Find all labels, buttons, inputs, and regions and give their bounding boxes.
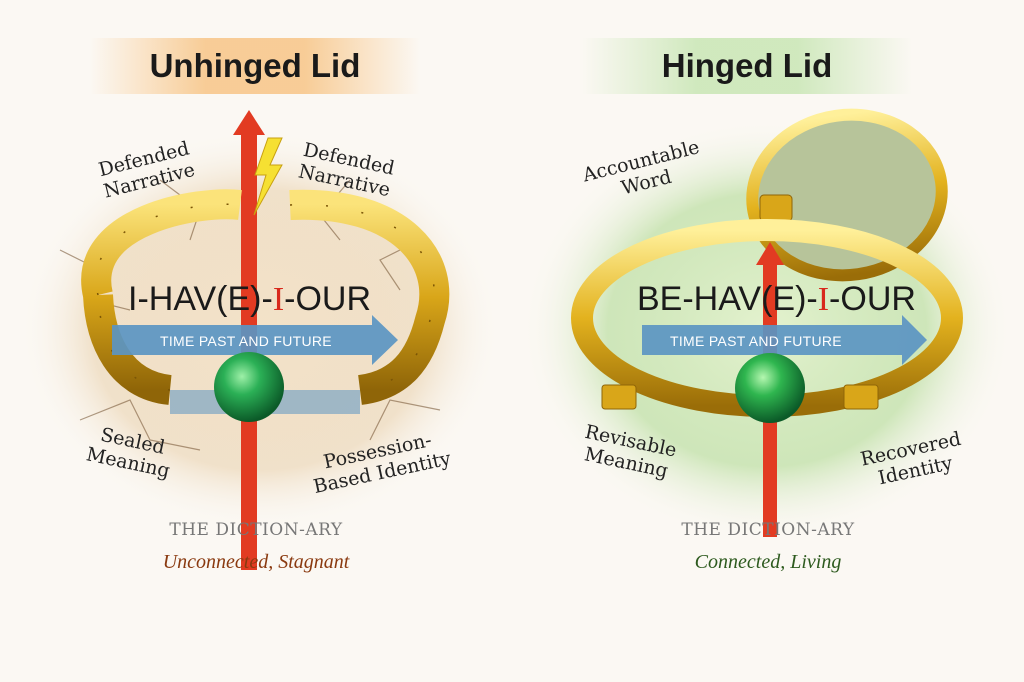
green-orb	[214, 352, 284, 422]
hinged-lid-panel: Hinged Lid BE-HAV(E)-I-OUR TIME PAST AND…	[512, 0, 1024, 682]
word-accent: I	[817, 281, 830, 318]
title-band: Hinged Lid	[582, 38, 912, 94]
panel-title: Unhinged Lid	[149, 47, 361, 84]
time-arrow-label: TIME PAST AND FUTURE	[160, 333, 332, 349]
diction-ary-caption: THE DICTION-ARY	[681, 520, 855, 540]
clasp-left	[601, 384, 637, 410]
central-word: I-HAV(E)-I-OUR	[128, 280, 371, 319]
central-word: BE-HAV(E)-I-OUR	[637, 280, 916, 319]
red-arrow-head	[233, 110, 265, 135]
title-band: Unhinged Lid	[90, 38, 420, 94]
hinged-lid-illustration	[522, 108, 1012, 540]
state-subtitle: Unconnected, Stagnant	[162, 551, 350, 573]
time-arrow	[112, 315, 398, 365]
red-arrow-head	[756, 242, 784, 265]
panel-title: Hinged Lid	[661, 47, 833, 84]
word-accent: I	[272, 281, 285, 318]
word-suffix: -OUR	[284, 280, 372, 318]
state-subtitle: Connected, Living	[694, 551, 842, 573]
clasp-right	[843, 384, 879, 410]
green-orb	[735, 353, 805, 423]
diction-ary-caption: THE DICTION-ARY	[169, 520, 343, 540]
word-suffix: -OUR	[829, 280, 916, 318]
unhinged-lid-illustration	[20, 110, 500, 570]
time-arrow-label: TIME PAST AND FUTURE	[670, 333, 842, 349]
word-prefix: BE-HAV(E)-	[637, 280, 818, 318]
time-arrow	[642, 315, 927, 365]
unhinged-lid-panel: Unhinged Lid I-HAV(E)-I-OUR TIME PAST AN…	[20, 38, 500, 573]
lightning-bolt-icon	[253, 137, 283, 216]
hinge	[759, 194, 793, 222]
word-prefix: I-HAV(E)-	[128, 280, 273, 318]
broken-gold-ring	[81, 189, 450, 405]
